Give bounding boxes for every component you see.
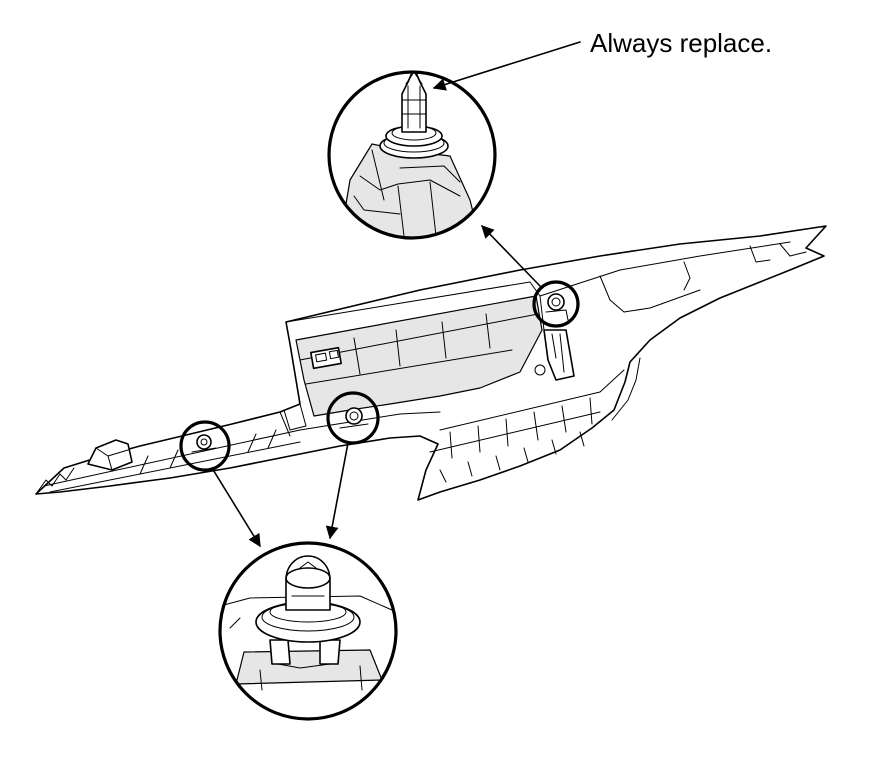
arrow-to-top-detail: [481, 225, 541, 287]
detail-circle-top: [327, 70, 497, 240]
arrows: [211, 225, 541, 548]
arrow-center-to-bottom-detail: [325, 442, 349, 540]
trim-panel: [35, 225, 827, 501]
arrow-left-to-bottom-detail: [211, 467, 261, 548]
callout-label: Always replace.: [590, 28, 772, 58]
callout-leader-arrow: [432, 41, 581, 91]
clip-mark-upper-right: [532, 280, 580, 328]
detail-circle-bottom: [218, 541, 398, 721]
clip-mark-left: [179, 420, 231, 472]
clip-mark-center: [326, 391, 380, 445]
